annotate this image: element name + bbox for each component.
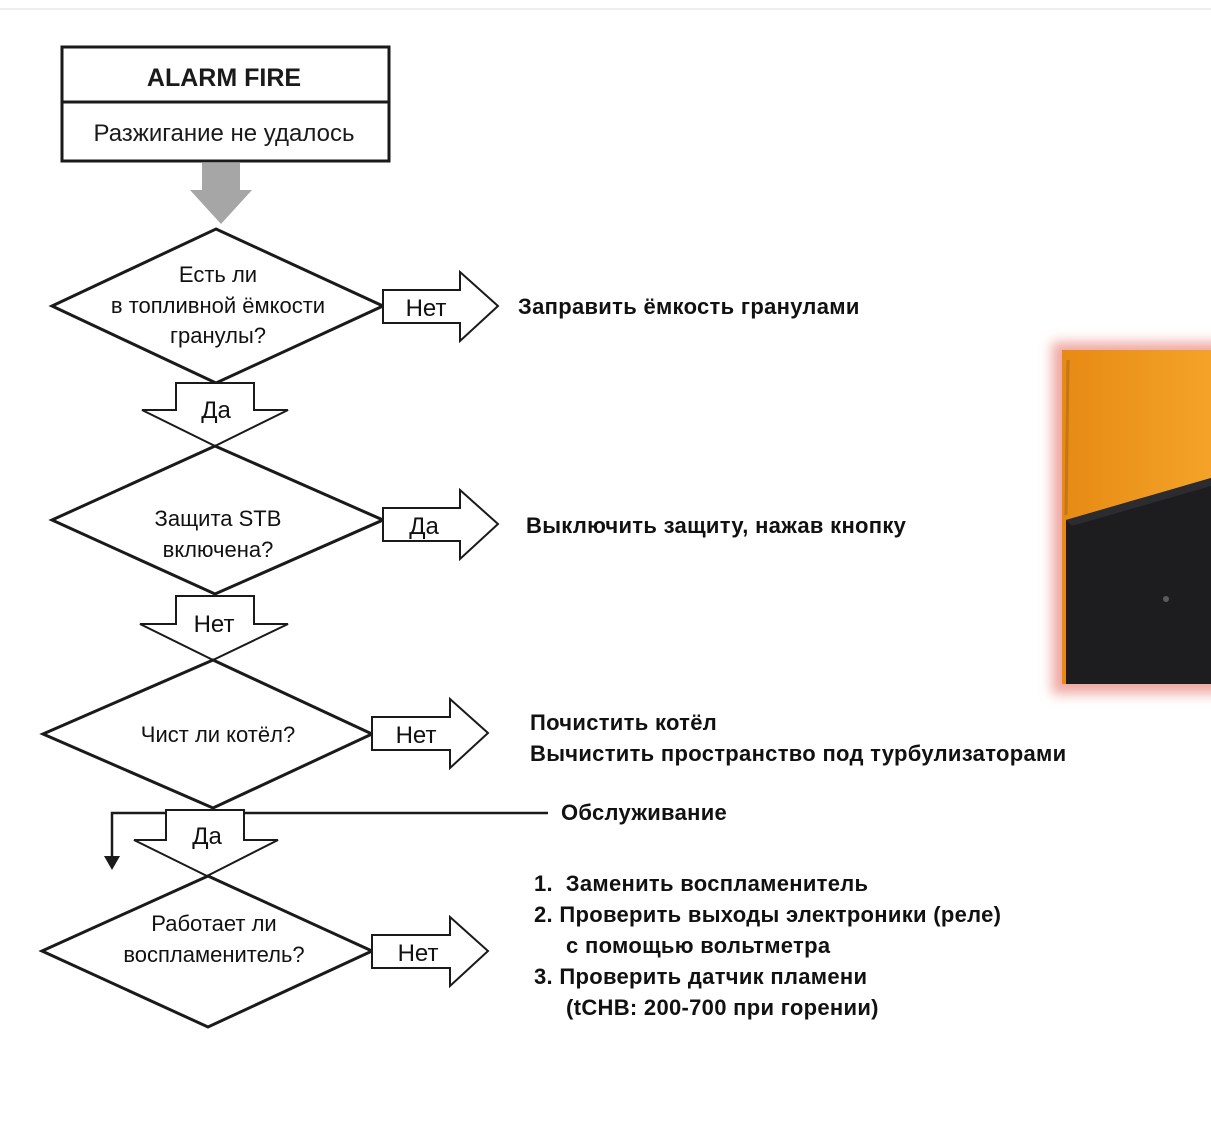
service-connector	[104, 811, 548, 870]
down-arrow-label: Нет	[194, 611, 235, 638]
decision-line: Защита STB	[155, 506, 282, 531]
side-arrow-3: Нет	[371, 696, 490, 771]
decision-2-stb: Защита STB включена?	[48, 444, 387, 596]
photo-dark-panel	[1066, 478, 1211, 684]
decision-line: гранулы?	[170, 323, 266, 348]
side-arrow-label: Нет	[398, 940, 439, 967]
side-arrow-label: Да	[409, 513, 439, 540]
decision-line: включена?	[163, 537, 274, 562]
photo-edge-highlight	[1066, 478, 1211, 526]
start-arrow	[190, 163, 252, 224]
decision-line: Работает ли	[151, 911, 276, 936]
alarm-subtitle: Разжигание не удалось	[94, 120, 355, 147]
decision-diamond	[48, 444, 387, 596]
action-text: (tCHB: 200-700 при горении)	[534, 995, 879, 1020]
decision-4-igniter: Работает ли воспламенитель?	[38, 874, 376, 1029]
side-arrow-4: Нет	[371, 914, 490, 989]
boiler-photo	[1052, 342, 1211, 694]
side-arrow-label: Нет	[406, 295, 447, 322]
decision-line: Чист ли котёл?	[141, 722, 295, 747]
action-text: Выключить защиту, нажав кнопку	[526, 513, 907, 538]
action-text: Почистить котёл	[530, 710, 717, 735]
action-text: с помощью вольтметра	[534, 933, 831, 958]
alarm-title: ALARM FIRE	[147, 64, 301, 92]
decision-diamond	[39, 658, 376, 810]
action-text: 2. Проверить выходы электроники (реле)	[534, 902, 1001, 927]
decision-line: Есть ли	[179, 262, 257, 287]
down-arrow-1: Да	[141, 382, 289, 448]
decision-line: воспламенитель?	[123, 942, 304, 967]
side-arrow-1: Нет	[382, 269, 500, 344]
side-arrow-2: Да	[382, 487, 500, 562]
photo-screw	[1163, 596, 1169, 602]
decision-diamond	[38, 874, 376, 1029]
decision-line: в топливной ёмкости	[111, 293, 325, 318]
action-text: 1. Заменить воспламенитель	[534, 871, 868, 896]
action-text: Заправить ёмкость гранулами	[518, 294, 860, 319]
alarm-box: ALARM FIRE Разжигание не удалось	[60, 45, 391, 163]
down-arrow-label: Да	[201, 397, 231, 424]
down-arrow-2: Нет	[139, 595, 289, 662]
side-arrow-label: Нет	[396, 722, 437, 749]
down-arrow-label: Да	[192, 823, 222, 850]
down-arrow-3: Да	[133, 809, 279, 878]
action-text: Вычистить пространство под турбулизатора…	[530, 741, 1066, 766]
photo-seam	[1064, 359, 1070, 516]
decision-3-clean: Чист ли котёл?	[39, 658, 376, 810]
decision-1-fuel: Есть ли в топливной ёмкости гранулы?	[48, 227, 387, 385]
action-text: 3. Проверить датчик пламени	[534, 964, 867, 989]
service-label: Обслуживание	[561, 800, 727, 825]
